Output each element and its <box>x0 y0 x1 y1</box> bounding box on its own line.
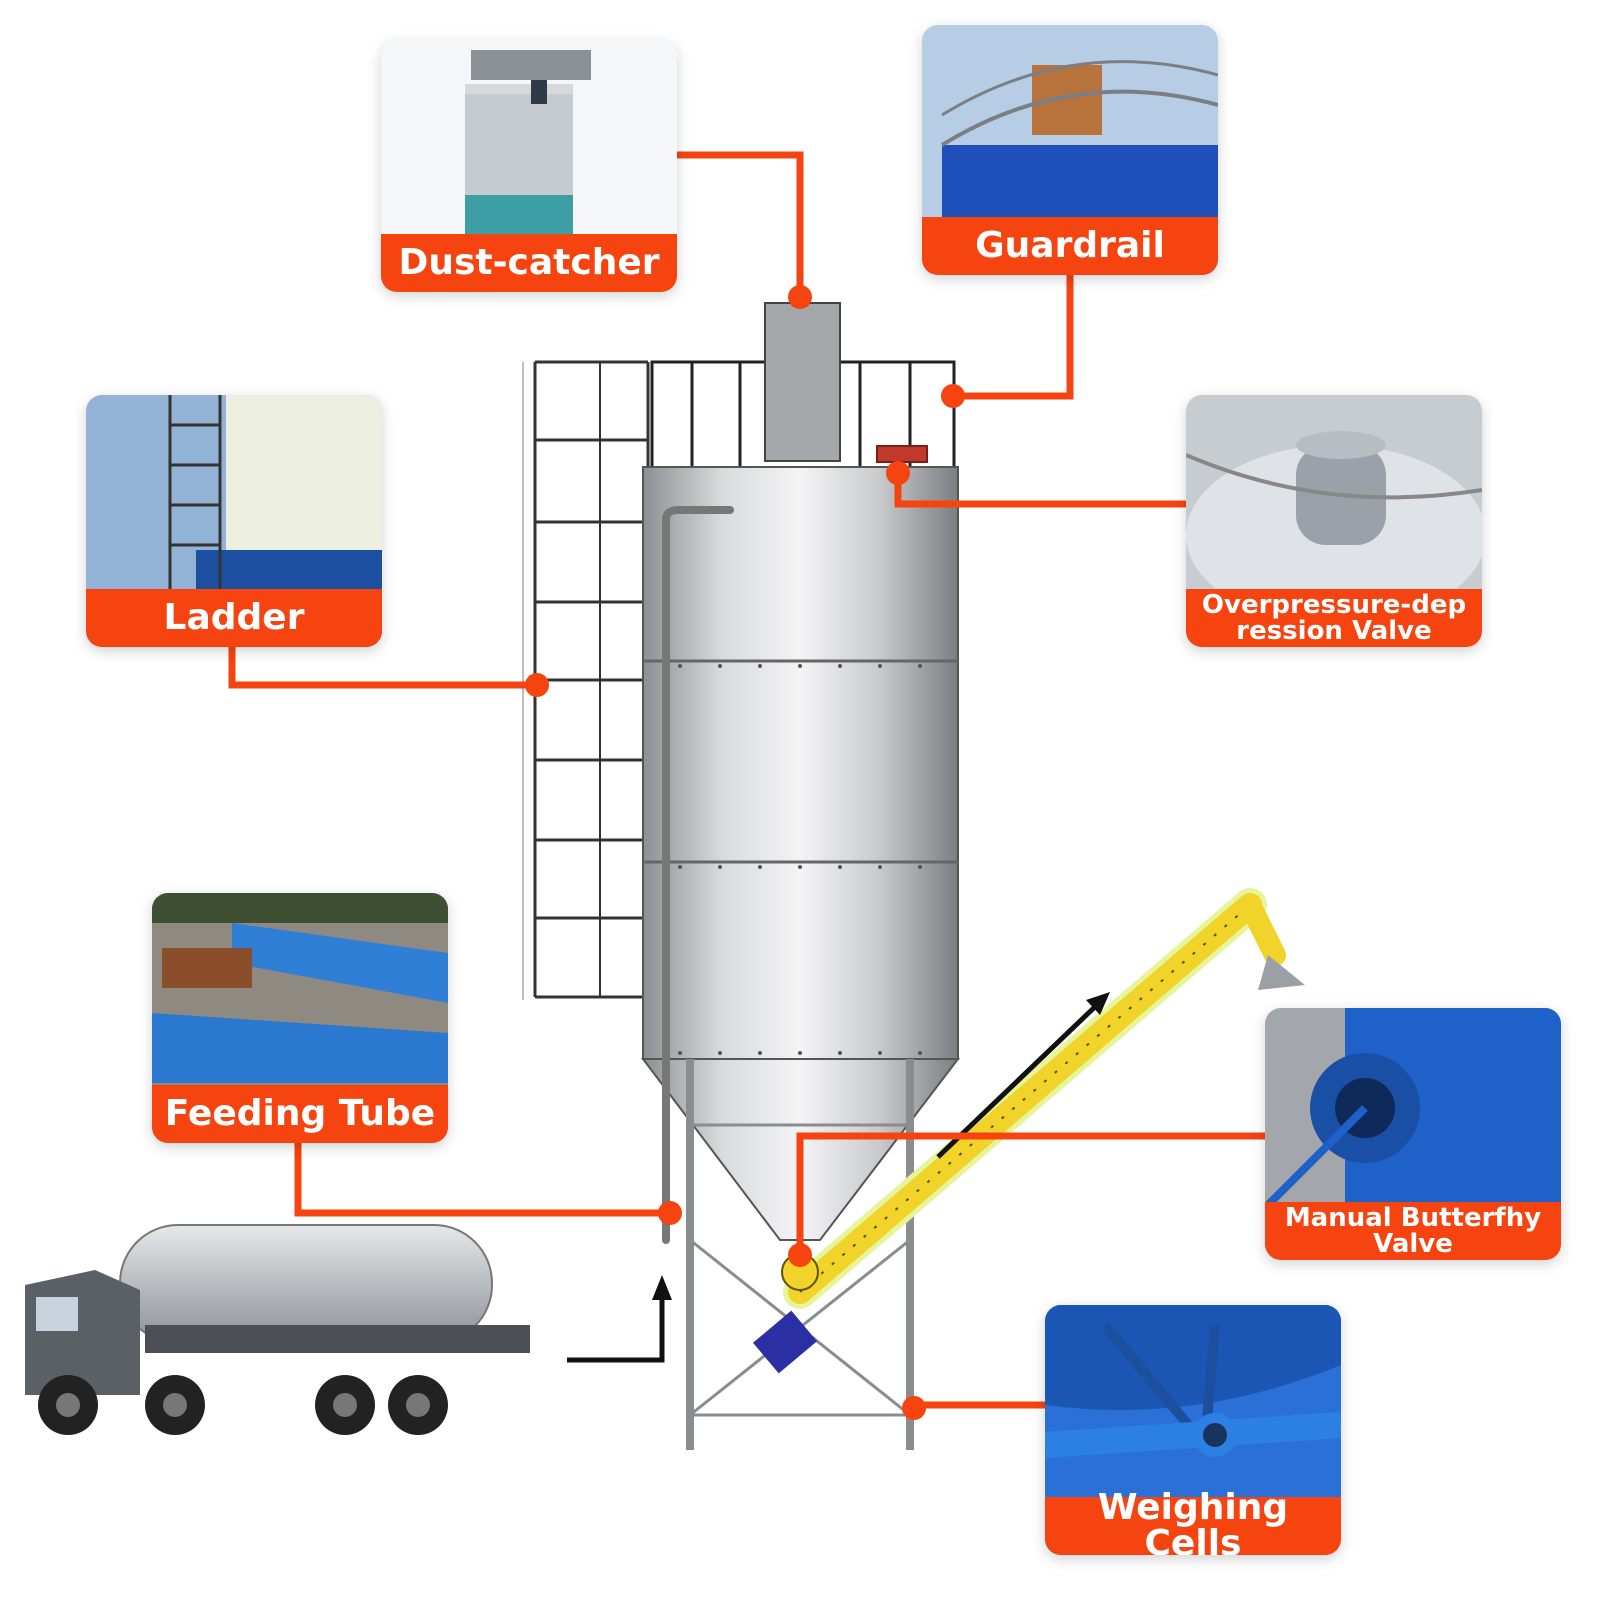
callout-dust-catcher: Dust-catcher <box>381 40 677 292</box>
dust-catcher-label: Dust-catcher <box>398 242 660 283</box>
rivets <box>678 664 922 1055</box>
butterfly-valve-label: Manual Butterfhy Valve <box>1284 1203 1542 1259</box>
feeding-tube-label: Feeding Tube <box>164 1093 436 1134</box>
callout-overpressure-valve: Overpressure-depression Valve <box>1186 395 1482 647</box>
screw-conveyor <box>752 888 1305 1374</box>
tanker-truck <box>25 1224 530 1435</box>
callout-ladder: Ladder <box>86 395 382 647</box>
valve-marker <box>876 445 928 463</box>
ladder-label: Ladder <box>163 597 305 638</box>
weighing-cells-label: Weighing Cells <box>1097 1487 1289 1556</box>
arrow-head-diag <box>1086 992 1110 1015</box>
flow-arrows <box>567 1000 1102 1363</box>
callout-feeding-tube: Feeding Tube <box>152 893 448 1143</box>
callout-guardrail: Guardrail <box>922 25 1218 275</box>
callout-label: Dust-catcher <box>381 234 677 292</box>
callout-label: Weighing Cells <box>1045 1490 1341 1555</box>
connector-dots <box>525 285 965 1420</box>
callout-manual-butterfly-valve: Manual Butterfhy Valve <box>1265 1008 1561 1260</box>
guardrail-label: Guardrail <box>975 225 1165 266</box>
callout-label: Manual Butterfhy Valve <box>1265 1202 1561 1260</box>
callout-label: Ladder <box>86 589 382 647</box>
feeding-tube-drawing <box>662 506 734 1244</box>
overpressure-valve-label: Overpressure-depression Valve <box>1201 590 1467 646</box>
callout-label: Overpressure-depression Valve <box>1186 589 1482 647</box>
callout-weighing-cells: Weighing Cells <box>1045 1305 1341 1555</box>
silo-body <box>642 466 959 1060</box>
dust-catcher-drawing <box>764 302 841 462</box>
arrow-head-up <box>652 1275 672 1300</box>
connector-lines <box>228 151 1265 1409</box>
callout-label: Feeding Tube <box>152 1085 448 1143</box>
callout-label: Guardrail <box>922 217 1218 275</box>
